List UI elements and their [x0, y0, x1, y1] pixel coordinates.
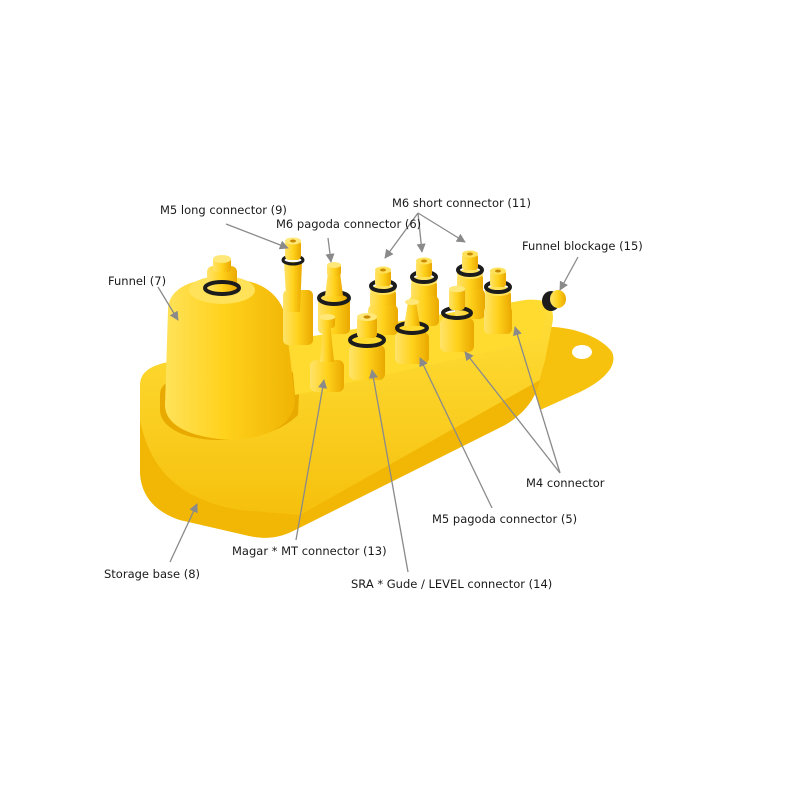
- m4-connector: [440, 285, 474, 352]
- label-sram-guide-connector: SRA * Gude / LEVEL connector (14): [351, 577, 552, 591]
- label-m4-connector: M4 connector: [526, 476, 605, 490]
- label-m6-short-connector: M6 short connector (11): [392, 196, 531, 210]
- labels: M5 long connector (9) M6 pagoda connecto…: [104, 196, 643, 591]
- label-storage-base: Storage base (8): [104, 567, 200, 581]
- label-funnel-blockage: Funnel blockage (15): [522, 239, 643, 253]
- label-m5-pagoda-connector: M5 pagoda connector (5): [432, 512, 577, 526]
- funnel: [165, 255, 295, 440]
- funnel-blockage-plug: [542, 290, 566, 311]
- m5-pagoda-connector: [395, 299, 429, 364]
- leader-lines: [157, 212, 579, 573]
- m4-connector: [483, 265, 513, 334]
- label-m6-pagoda-connector: M6 pagoda connector (6): [276, 217, 421, 231]
- m5-long-connector: [281, 237, 313, 345]
- label-magura-mt-connector: Magar * MT connector (13): [232, 544, 387, 558]
- hanging-hole: [572, 345, 592, 359]
- label-funnel: Funnel (7): [108, 274, 166, 288]
- label-m5-long-connector: M5 long connector (9): [160, 203, 287, 217]
